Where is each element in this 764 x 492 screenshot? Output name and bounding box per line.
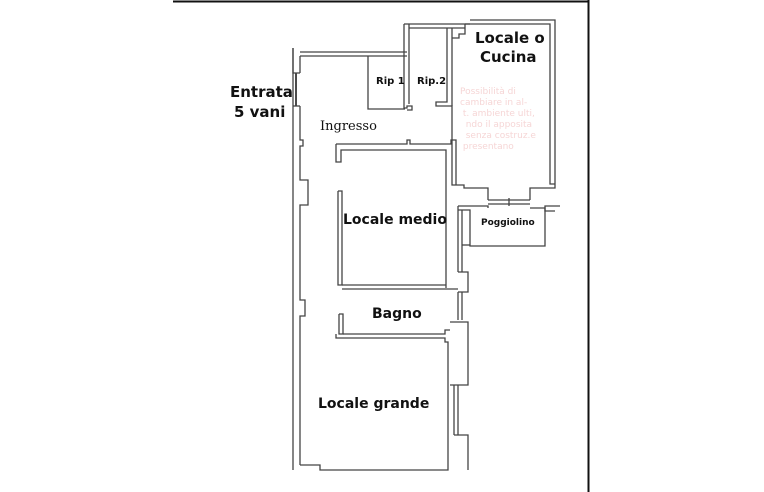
- rooms-count-label: 5 vani: [234, 103, 286, 121]
- room-label-poggiolino: Poggiolino: [481, 218, 535, 228]
- entrance-label: Entrata: [230, 83, 293, 101]
- walls: [292, 19, 560, 471]
- room-label-bagno: Bagno: [372, 306, 422, 322]
- room-label-locale-medio: Locale medio: [343, 212, 447, 228]
- room-label-locale-grande: Locale grande: [318, 396, 430, 412]
- room-label-rip2: Rip.2: [417, 76, 447, 87]
- room-label-rip1: Rip 1: [376, 76, 405, 87]
- room-label-cucina-line1: Locale o: [475, 29, 545, 47]
- room-label-cucina-line2: Cucina: [480, 48, 537, 66]
- faint-watermark-text: Possibilità di cambiare in al- t. ambien…: [460, 87, 536, 152]
- room-label-ingresso: Ingresso: [320, 119, 377, 134]
